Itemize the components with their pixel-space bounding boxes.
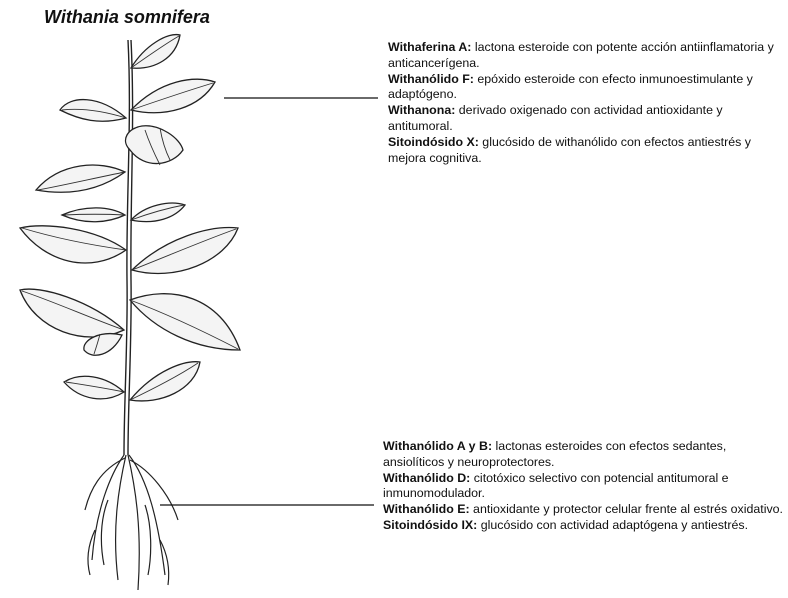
compound-entry: Withanólido F: epóxido esteroide con efe… <box>388 72 783 104</box>
compound-entry: Sitoindósido X: glucósido de withanólido… <box>388 135 783 167</box>
leaf-right-1 <box>131 35 180 69</box>
roots <box>85 455 178 590</box>
compound-entry: Withanona: derivado oxigenado con activi… <box>388 103 783 135</box>
annotation-root: Withanólido A y B: lactonas esteroides c… <box>383 439 783 534</box>
compound-entry: Withanólido D: citotóxico selectivo con … <box>383 471 783 503</box>
leaf-left-5 <box>20 289 124 337</box>
leaf-right-2 <box>131 79 215 112</box>
leaf-left-6 <box>64 376 124 399</box>
compound-entry: Sitoindósido IX: glucósido con actividad… <box>383 518 783 534</box>
compound-entry: Withanólido E: antioxidante y protector … <box>383 502 783 518</box>
annotation-aerial: Withaferina A: lactona esteroide con pot… <box>388 40 783 166</box>
leaf-right-3 <box>131 203 185 221</box>
leaf-left-1 <box>60 100 126 122</box>
flower-bud-upper <box>126 126 183 165</box>
compound-entry: Withaferina A: lactona esteroide con pot… <box>388 40 783 72</box>
leaf-right-5 <box>130 294 240 350</box>
leaf-right-6 <box>130 362 200 401</box>
leaf-left-2 <box>36 165 125 192</box>
leaf-right-4 <box>132 228 238 274</box>
leaf-left-3 <box>62 208 125 222</box>
compound-entry: Withanólido A y B: lactonas esteroides c… <box>383 439 783 471</box>
leaf-left-4 <box>20 226 126 263</box>
